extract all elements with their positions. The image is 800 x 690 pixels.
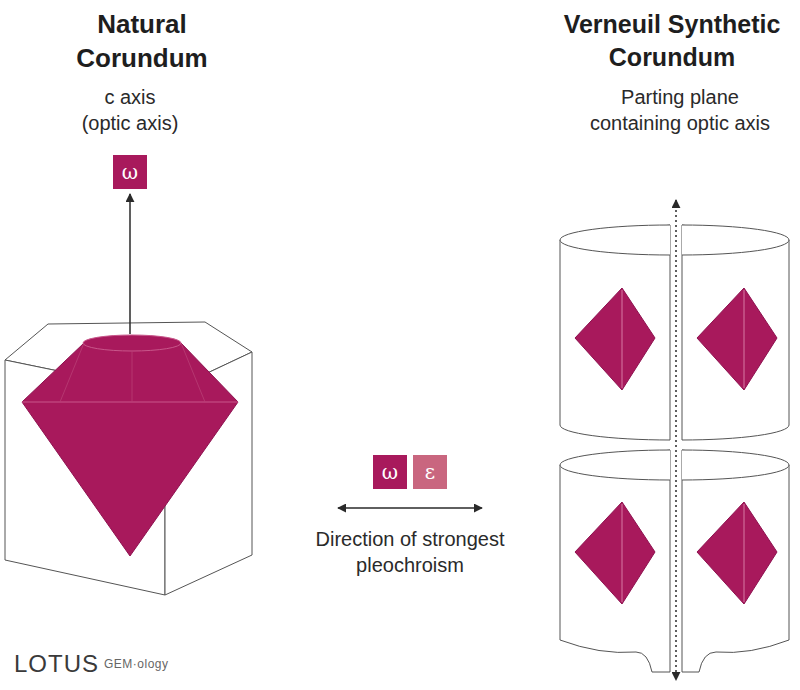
ray-symbol: ω [382, 462, 398, 482]
color-swatch-box: ω [113, 155, 147, 189]
axis-label: c axis (optic axis) [78, 84, 182, 136]
optic-axis-line [675, 200, 677, 680]
gem-facet-line [622, 290, 744, 602]
pleochroism-arrow [338, 507, 482, 509]
color-swatch-box: ω [373, 455, 407, 489]
ray-symbol: ε [425, 462, 435, 482]
ray-symbol: ω [122, 162, 138, 182]
boule-halves [560, 225, 789, 672]
arrow-caption: Direction of strongest pleochroism [305, 526, 515, 578]
heading: Verneuil Synthetic Corundum [543, 8, 800, 73]
watermark: GEM·ology [104, 657, 214, 673]
gemstone [22, 335, 238, 556]
color-swatch-box: ε [413, 455, 447, 489]
heading: Natural Corundum [62, 8, 222, 76]
hexagonal-prism [5, 322, 252, 595]
axis-label: Parting plane containing optic axis [578, 84, 782, 136]
c-axis-arrow [129, 194, 131, 334]
